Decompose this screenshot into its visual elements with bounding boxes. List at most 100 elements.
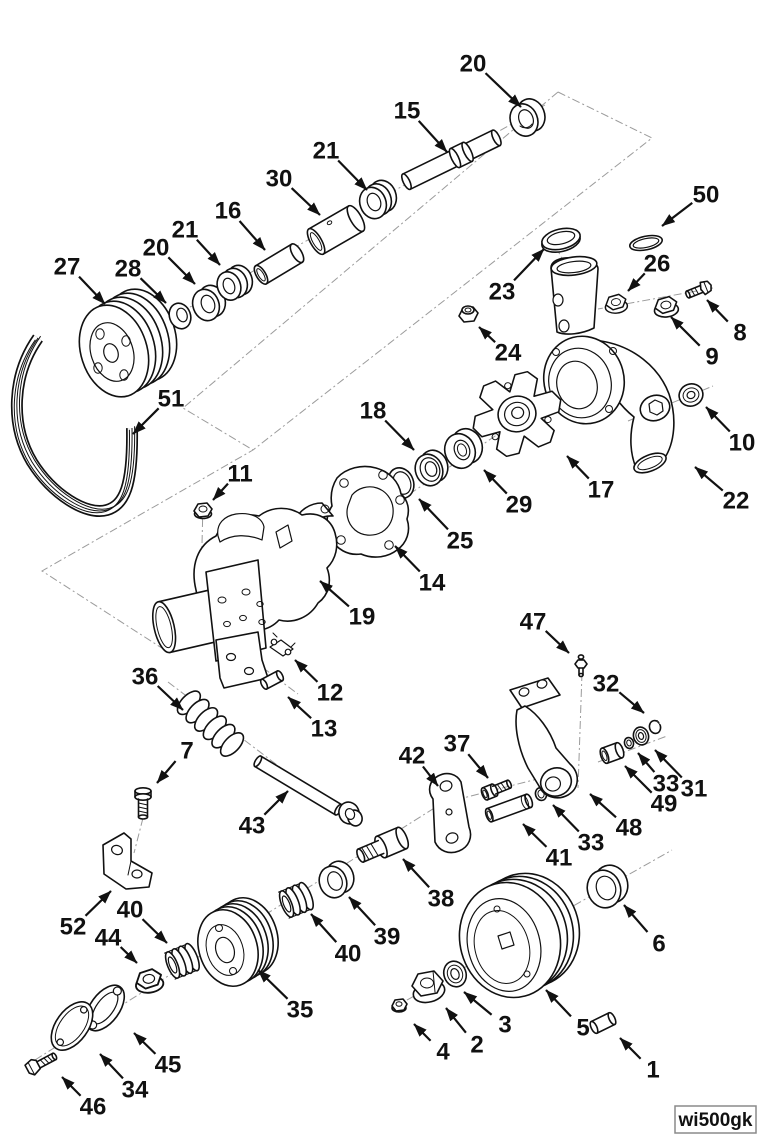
callout-51: 51 (132, 386, 184, 435)
callout-9: 9 (670, 316, 719, 371)
callout-6: 6 (623, 904, 666, 958)
callout-18: 18 (360, 398, 415, 451)
callout-16: 16 (215, 198, 266, 251)
callout-27: 27 (54, 254, 106, 305)
callout-number: 35 (287, 997, 314, 1024)
callout-19: 19 (319, 580, 375, 631)
callout-number: 42 (399, 743, 426, 770)
callout-17: 17 (566, 455, 615, 504)
part-46-bolt (24, 1052, 58, 1076)
part-11-nut (193, 502, 213, 520)
callout-46: 46 (61, 1076, 106, 1121)
callout-3: 3 (463, 991, 512, 1039)
callout-number: 5 (576, 1015, 589, 1042)
callout-14: 14 (394, 545, 446, 597)
figure-code: wi500gk (678, 1110, 753, 1131)
callout-number: 26 (644, 251, 671, 278)
callout-number: 21 (172, 217, 199, 244)
part-24-nut (458, 305, 479, 323)
callout-34: 34 (99, 1053, 149, 1104)
callout-number: 7 (180, 738, 193, 765)
part-35-pulley (197, 897, 279, 987)
callout-21: 21 (172, 217, 221, 266)
callout-number: 20 (143, 235, 170, 262)
callout-number: 50 (693, 182, 720, 209)
part-32-snap-ring (648, 717, 665, 735)
part-2-nut (411, 970, 446, 1004)
callout-33: 33 (552, 804, 604, 857)
callout-43: 43 (239, 790, 289, 840)
part-41-pin (484, 793, 534, 823)
part-50-o-ring (628, 234, 664, 252)
callout-31: 31 (654, 749, 707, 803)
callout-30: 30 (266, 166, 321, 216)
part-49-bushing (599, 741, 625, 765)
callout-29: 29 (483, 469, 533, 519)
callout-number: 49 (651, 791, 678, 818)
callout-32: 32 (593, 671, 645, 714)
figure-code-box: wi500gk (674, 1105, 757, 1134)
callout-38: 38 (402, 858, 455, 913)
callout-1: 1 (619, 1037, 660, 1084)
callout-number: 6 (652, 931, 665, 958)
callout-number: 48 (616, 815, 643, 842)
part-13-pin (259, 669, 285, 691)
part-23-seal-ring (541, 227, 581, 253)
callout-8: 8 (706, 299, 747, 347)
callout-41: 41 (522, 823, 572, 872)
part-47-fitting (574, 654, 588, 678)
part-8-bolt (684, 280, 712, 299)
callout-36: 36 (132, 664, 184, 711)
part-18-seal (414, 449, 449, 487)
callout-number: 13 (311, 716, 338, 743)
part-21-bushing-right (358, 179, 398, 220)
callout-number: 43 (239, 813, 266, 840)
callout-50: 50 (661, 182, 720, 227)
callout-10: 10 (705, 406, 755, 457)
callout-number: 47 (520, 609, 547, 636)
callout-number: 4 (436, 1039, 450, 1066)
callout-number: 34 (122, 1077, 149, 1104)
callout-number: 17 (588, 477, 615, 504)
part-34-cover (50, 1001, 94, 1051)
part-33-oring-right (623, 736, 635, 750)
callout-number: 32 (593, 671, 620, 698)
callout-number: 1 (646, 1057, 659, 1084)
callout-2: 2 (445, 1007, 484, 1059)
callout-45: 45 (133, 1032, 181, 1079)
callout-28: 28 (115, 256, 167, 304)
callout-number: 11 (227, 461, 252, 488)
callout-number: 20 (460, 51, 487, 78)
part-16-sleeve (253, 243, 305, 285)
part-40-bushing-left (161, 941, 203, 982)
callout-15: 15 (394, 98, 448, 153)
callout-12: 12 (294, 659, 344, 707)
callout-7: 7 (156, 738, 194, 784)
part-4-nut (391, 998, 408, 1013)
part-31-washer (632, 726, 650, 746)
callout-40: 40 (117, 897, 168, 944)
callout-number: 30 (266, 166, 293, 193)
part-36-spring (176, 690, 245, 757)
part-44-nut (132, 966, 166, 996)
callout-49: 49 (624, 765, 678, 818)
part-45-gasket (84, 984, 126, 1032)
callout-21: 21 (313, 138, 368, 191)
part-37-bolt (480, 779, 513, 801)
callout-25: 25 (418, 498, 473, 555)
part-22-outlet-connection (542, 255, 675, 474)
part-15-shaft (400, 129, 502, 191)
callout-44: 44 (95, 925, 138, 964)
callout-number: 38 (428, 886, 455, 913)
part-14-gasket (326, 465, 410, 558)
callout-number: 29 (506, 492, 533, 519)
callout-number: 18 (360, 398, 387, 425)
part-3-washer (442, 960, 468, 988)
callout-number: 12 (317, 680, 344, 707)
part-26-nut (603, 292, 629, 315)
part-9-nut (652, 294, 680, 319)
part-10-washer (678, 383, 704, 407)
part-48-tensioner-arm (509, 677, 579, 799)
callout-number: 21 (313, 138, 340, 165)
